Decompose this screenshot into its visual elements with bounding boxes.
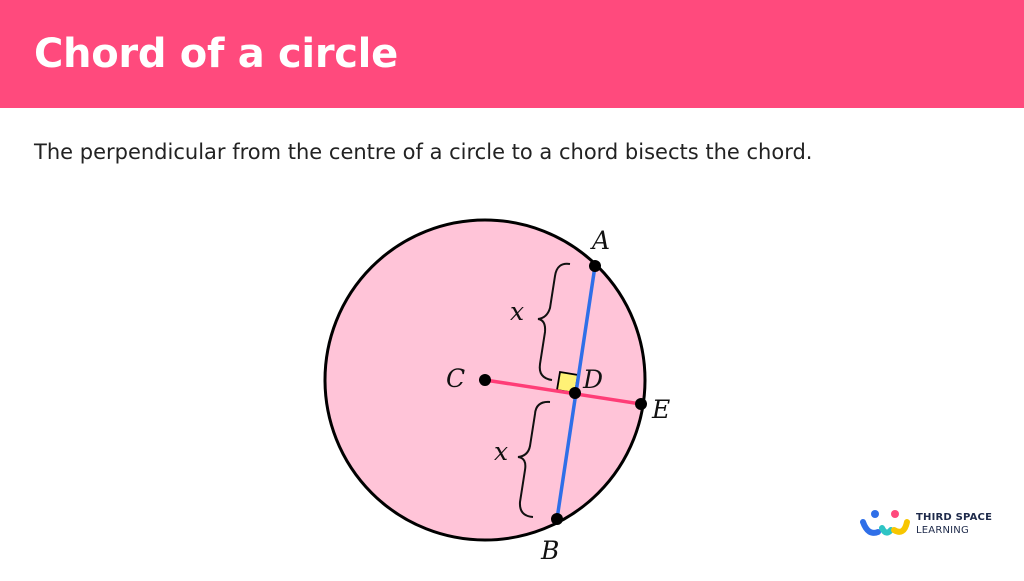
point-D (569, 387, 581, 399)
point-C (479, 374, 491, 386)
brace-bottom (517, 400, 551, 518)
label-A: A (590, 226, 610, 255)
label-E: E (651, 395, 670, 424)
label-B: B (540, 536, 559, 565)
page-title: Chord of a circle (34, 31, 398, 77)
third-space-learning-logo: THIRD SPACE LEARNING (860, 508, 1000, 540)
theorem-statement: The perpendicular from the centre of a c… (34, 140, 813, 164)
logo-text-line1: THIRD SPACE (916, 512, 993, 523)
header-banner: Chord of a circle (0, 0, 1024, 108)
radius-CE (484, 378, 642, 406)
logo-text-line2: LEARNING (916, 525, 969, 536)
label-C: C (446, 364, 465, 393)
point-A (589, 260, 601, 272)
point-B (551, 513, 563, 525)
brace-top (537, 262, 571, 381)
half-chord-label-top: x (510, 297, 524, 326)
half-chord-label-bottom: x (494, 437, 508, 466)
label-D: D (582, 365, 603, 394)
point-E (635, 398, 647, 410)
logo-mark-icon (860, 510, 910, 536)
